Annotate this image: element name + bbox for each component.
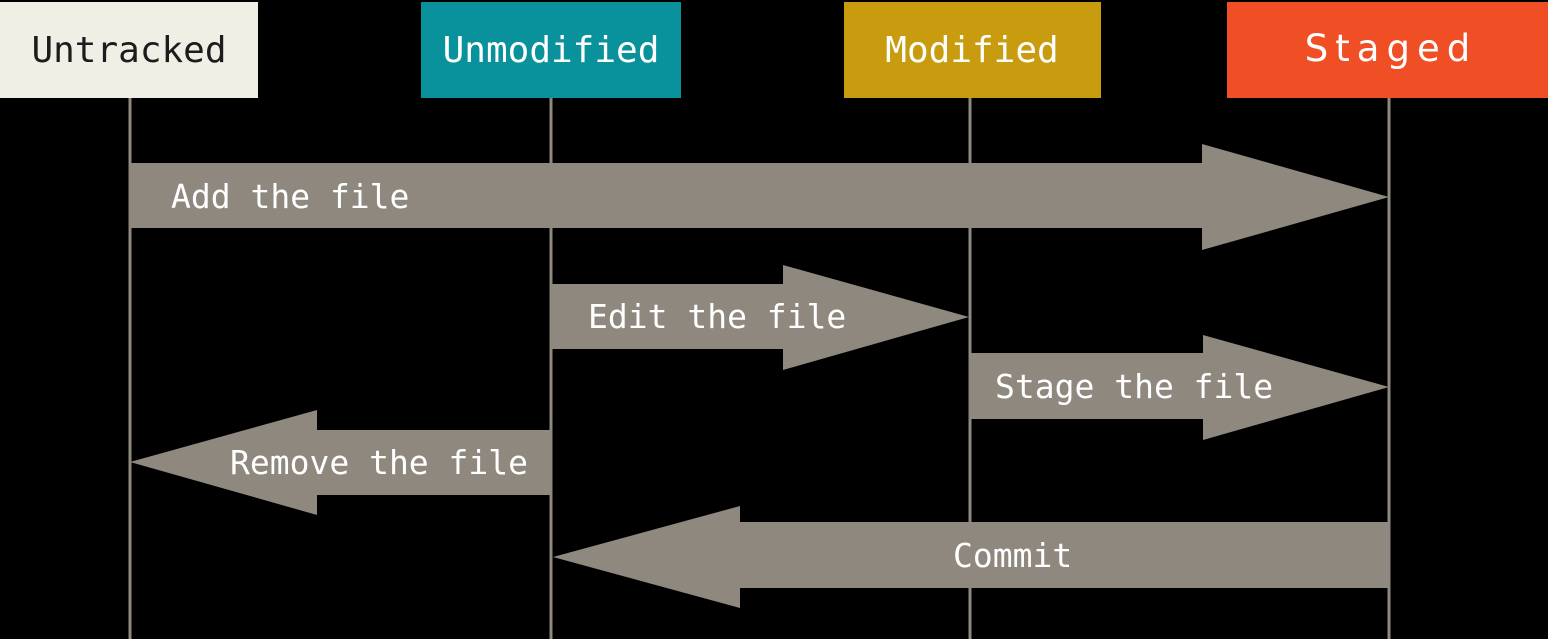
- arrow-remove-the-file: [130, 410, 551, 515]
- arrow-label-add-the-file: Add the file: [171, 177, 409, 216]
- state-label-staged: Staged: [1305, 27, 1477, 70]
- arrow-label-stage-the-file: Stage the file: [995, 367, 1273, 406]
- state-box-modified: [844, 2, 1101, 98]
- state-label-unmodified: Unmodified: [443, 30, 660, 71]
- arrow-label-remove-the-file: Remove the file: [230, 443, 528, 482]
- arrow-edit-the-file: [551, 265, 969, 370]
- arrow-stage-the-file: [970, 335, 1389, 440]
- arrow-add-the-file: [130, 144, 1389, 250]
- state-label-untracked: Untracked: [31, 30, 226, 71]
- state-label-modified: Modified: [885, 30, 1058, 71]
- state-box-staged: [1227, 2, 1548, 98]
- arrow-label-commit: Commit: [953, 536, 1072, 575]
- arrow-label-edit-the-file: Edit the file: [588, 297, 846, 336]
- arrow-commit: [553, 506, 1389, 608]
- state-box-untracked: [0, 2, 258, 98]
- state-box-unmodified: [421, 2, 681, 98]
